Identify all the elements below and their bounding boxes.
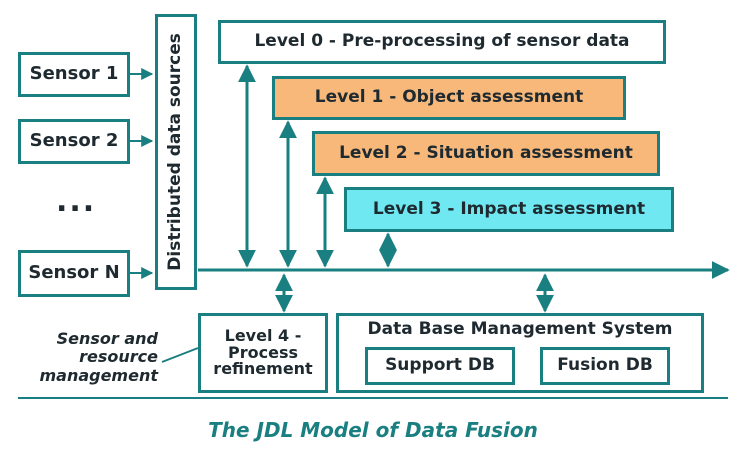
support-db-label: Support DB (385, 355, 495, 376)
sensor-ellipsis: ... (56, 184, 97, 219)
level-3-label: Level 3 - Impact assessment (372, 198, 646, 219)
level-1-label: Level 1 - Object assessment (314, 87, 584, 108)
level-0-box: Level 0 - Pre-processing of sensor data (218, 20, 666, 64)
sensor-2-box: Sensor 2 (18, 119, 130, 164)
distributed-data-sources-label: Distributed data sources (165, 33, 186, 271)
level-0-label: Level 0 - Pre-processing of sensor data (254, 31, 630, 52)
level-2-box: Level 2 - Situation assessment (312, 131, 660, 176)
caption: The JDL Model of Data Fusion (208, 418, 538, 442)
level-4-label: Level 4 - Process refinement (213, 325, 313, 379)
sensor-1-label: Sensor 1 (29, 63, 119, 85)
level-4-box: Level 4 - Process refinement (198, 313, 328, 393)
level-3-box: Level 3 - Impact assessment (344, 187, 674, 232)
distributed-data-sources-box: Distributed data sources (155, 14, 197, 290)
dbms-title: Data Base Management System (367, 319, 673, 339)
sensor-2-label: Sensor 2 (29, 130, 119, 152)
sensor-n-box: Sensor N (18, 250, 130, 297)
sensor-mgmt-label: Sensor and resource management (39, 329, 158, 385)
fusion-db-label: Fusion DB (557, 355, 653, 376)
sensor-n-label: Sensor N (28, 262, 120, 284)
support-db-box: Support DB (365, 347, 515, 385)
sensor-1-box: Sensor 1 (18, 52, 130, 97)
sensor-mgmt-connector (161, 347, 199, 363)
fusion-db-box: Fusion DB (540, 347, 670, 385)
level-1-box: Level 1 - Object assessment (272, 76, 626, 120)
level-2-label: Level 2 - Situation assessment (339, 142, 633, 163)
